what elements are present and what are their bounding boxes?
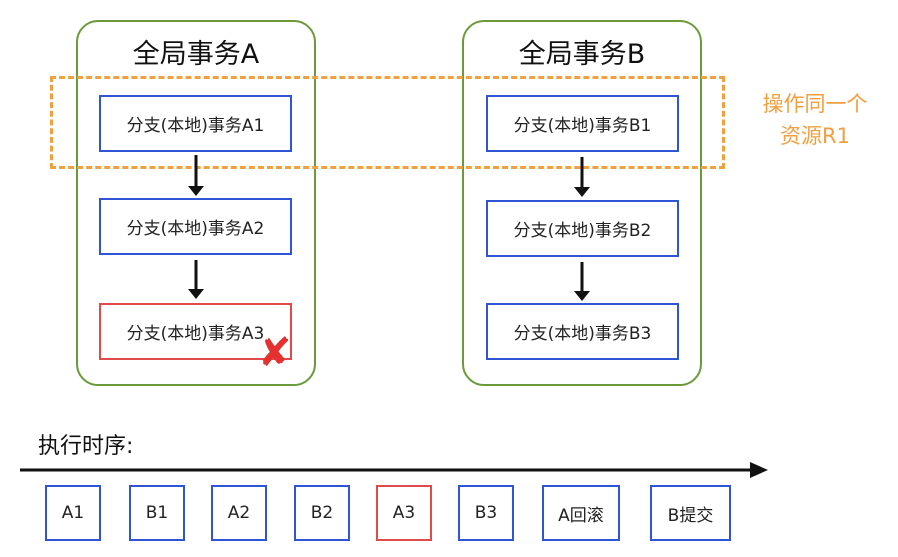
timeline-title: 执行时序: (38, 434, 134, 459)
arrow-a2-a3-head (188, 289, 204, 299)
global-transaction-b-title: 全局事务B (518, 39, 646, 70)
shared-resource-label: 操作同一个 资源R1 (735, 88, 895, 152)
branch-a1-label: 分支(本地)事务A1 (126, 116, 265, 136)
branch-b3-box: 分支(本地)事务B3 (486, 303, 679, 360)
timeline-step-7: A回滚 (542, 485, 620, 541)
timeline-step-8: B提交 (650, 485, 731, 541)
timeline-step-4-label: B2 (310, 503, 334, 523)
branch-b2-label: 分支(本地)事务B2 (513, 221, 652, 241)
timeline-step-3-label: A2 (227, 503, 251, 523)
timeline-step-1: A1 (45, 485, 101, 541)
timeline-step-3: A2 (211, 485, 267, 541)
timeline-axis-head (750, 462, 768, 478)
timeline-step-2: B1 (129, 485, 185, 541)
branch-a1-box: 分支(本地)事务A1 (99, 95, 292, 152)
branch-a3-box: 分支(本地)事务A3 (99, 303, 292, 360)
timeline-step-4: B2 (294, 485, 350, 541)
shared-resource-label-line2: 资源R1 (780, 124, 850, 148)
global-transaction-a-group: 全局事务A (76, 20, 316, 386)
branch-b1-label: 分支(本地)事务B1 (513, 116, 652, 136)
timeline-step-1-label: A1 (61, 503, 85, 523)
timeline-step-5: A3 (376, 485, 432, 541)
arrow-a1-a2-head (188, 186, 204, 196)
global-transaction-a-title: 全局事务A (132, 39, 260, 70)
timeline-step-2-label: B1 (145, 503, 169, 523)
branch-b2-box: 分支(本地)事务B2 (486, 200, 679, 257)
branch-b3-label: 分支(本地)事务B3 (513, 324, 652, 344)
shared-resource-label-line1: 操作同一个 (762, 92, 868, 116)
timeline-step-5-label: A3 (392, 503, 416, 523)
arrow-b2-b3-head (574, 291, 590, 301)
timeline-step-6: B3 (458, 485, 514, 541)
global-transaction-b-group: 全局事务B (462, 20, 702, 386)
branch-a2-label: 分支(本地)事务A2 (126, 219, 265, 239)
branch-b1-box: 分支(本地)事务B1 (486, 95, 679, 152)
branch-a3-label: 分支(本地)事务A3 (126, 324, 265, 344)
timeline-step-6-label: B3 (474, 503, 498, 523)
shared-resource-dashed-box (50, 76, 725, 169)
failure-x-icon: ✘ (258, 330, 292, 376)
timeline-step-8-label: B提交 (667, 505, 714, 526)
branch-a2-box: 分支(本地)事务A2 (99, 198, 292, 255)
arrow-b1-b2-head (574, 187, 590, 197)
timeline-step-7-label: A回滚 (558, 505, 604, 526)
